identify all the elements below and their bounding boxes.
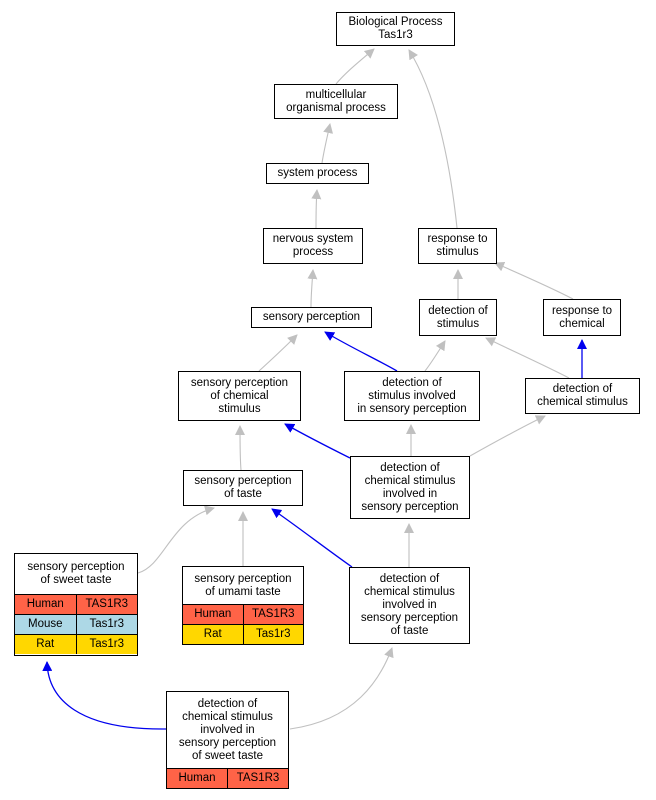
go-term-label-line: involved in <box>382 599 437 611</box>
species-gene-row: Rat Tas1r3 <box>15 634 137 654</box>
go-term-label-line: of taste <box>390 625 429 637</box>
go-term-label-line: detection of <box>552 383 613 395</box>
edge-sens-to-nsp <box>307 269 318 308</box>
go-term-label-line: stimulus <box>436 317 480 330</box>
gene-cell[interactable]: Tas1r3 <box>242 625 304 644</box>
go-term-label-line: of sweet taste <box>40 574 112 586</box>
species-cell: Human <box>26 598 64 610</box>
go-term-label-line: stimulus <box>436 246 479 258</box>
edge-mop-to-bp <box>335 48 375 85</box>
gene-cell[interactable]: TAS1R3 <box>75 595 138 614</box>
go-term-label-line: detection of <box>197 697 258 710</box>
go-term-label-line: chemical <box>559 317 605 330</box>
go-term-label-line: stimulus <box>218 402 261 415</box>
gene-cell[interactable]: Tas1r3 <box>75 615 138 634</box>
edge-dcsisp-to-dcs <box>469 415 546 457</box>
go-term-label-line: multicellular <box>305 88 367 101</box>
edge-rtc-to-rts <box>494 262 574 300</box>
go-term-label-line: of sweet taste <box>192 749 263 762</box>
go-term-label-line: response to <box>427 233 488 245</box>
go-term-label-line: involved in <box>382 487 438 500</box>
species-gene-row: Human TAS1R3 <box>167 768 288 788</box>
go-term-node-sp[interactable]: system process <box>266 163 369 184</box>
go-term-label-line: involved in <box>200 723 255 736</box>
edge-dsisp-to-dos <box>424 340 446 372</box>
edge-nsp-to-sp <box>311 189 322 229</box>
species-cell: Mouse <box>27 618 63 630</box>
edge-dsisp-to-sens <box>324 331 398 372</box>
gene-cell[interactable]: TAS1R3 <box>242 605 304 624</box>
go-term-label-line: sensory perception <box>361 500 459 513</box>
go-term-label-line: sensory perception <box>27 561 125 573</box>
go-term-label-line: in sensory perception <box>357 402 467 415</box>
species-gene-row: Human TAS1R3 <box>183 604 303 624</box>
edge-dcs-to-dos <box>485 337 570 379</box>
go-term-label-line: sensory perception <box>360 612 459 624</box>
go-term-label-line: system process <box>277 167 358 179</box>
go-term-label-line: of umami taste <box>205 585 281 598</box>
go-term-label-line: detection of <box>428 304 488 317</box>
go-term-label-line: of chemical <box>210 389 269 402</box>
gene-cell[interactable]: Tas1r3 <box>75 635 138 654</box>
edge-spt-to-spcs <box>235 425 246 471</box>
edge-sp-to-mop <box>321 123 334 164</box>
species-cell: Human <box>178 772 216 784</box>
go-term-label-line: response to <box>551 304 613 317</box>
go-term-label-line: chemical stimulus <box>537 396 628 408</box>
species-cell: Human <box>194 608 232 620</box>
edge-dcsisp-to-spcs <box>284 423 351 459</box>
edge-spst-to-spt <box>137 505 215 574</box>
edge-dcsispst-to-dcsispt <box>289 647 394 730</box>
go-term-label-line: sensory perception <box>194 475 292 487</box>
go-term-label-line: Biological Process <box>348 16 443 28</box>
gene-cell[interactable]: TAS1R3 <box>227 769 288 788</box>
go-term-label-line: chemical stimulus <box>182 710 273 723</box>
go-term-label-line: of taste <box>224 488 262 500</box>
go-term-label-line: chemical stimulus <box>364 474 456 487</box>
species-gene-row: Mouse Tas1r3 <box>15 614 137 634</box>
edge-rts-to-bp <box>408 49 458 229</box>
go-term-label-line: process <box>292 246 334 258</box>
edge-spcs-to-sens <box>258 334 298 372</box>
species-gene-row: Human TAS1R3 <box>15 594 137 614</box>
go-term-label-line: sensory perception <box>190 376 289 389</box>
go-term-label-line: stimulus involved <box>368 389 456 402</box>
edge-dcsispt-to-spt <box>271 508 353 568</box>
go-term-label-line: sensory perception <box>194 572 292 585</box>
go-term-label-line: detection of <box>382 376 442 389</box>
go-term-label-line: organismal process <box>286 101 386 114</box>
go-term-label-line: sensory perception <box>178 736 277 749</box>
species-gene-row: Rat Tas1r3 <box>183 624 303 644</box>
go-term-label-line: chemical stimulus <box>364 586 455 598</box>
go-term-label-line: nervous system <box>272 233 354 245</box>
go-term-label-line: Tas1r3 <box>378 29 413 41</box>
edge-dcsispst-to-spst <box>42 661 167 730</box>
go-term-label-line: sensory perception <box>262 311 361 323</box>
go-term-label-line: detection of <box>379 573 440 585</box>
go-term-label-line: detection of <box>380 461 440 474</box>
species-cell: Rat <box>36 638 55 650</box>
species-cell: Rat <box>203 628 222 640</box>
go-term-node-sens[interactable]: sensory perception <box>251 307 372 328</box>
